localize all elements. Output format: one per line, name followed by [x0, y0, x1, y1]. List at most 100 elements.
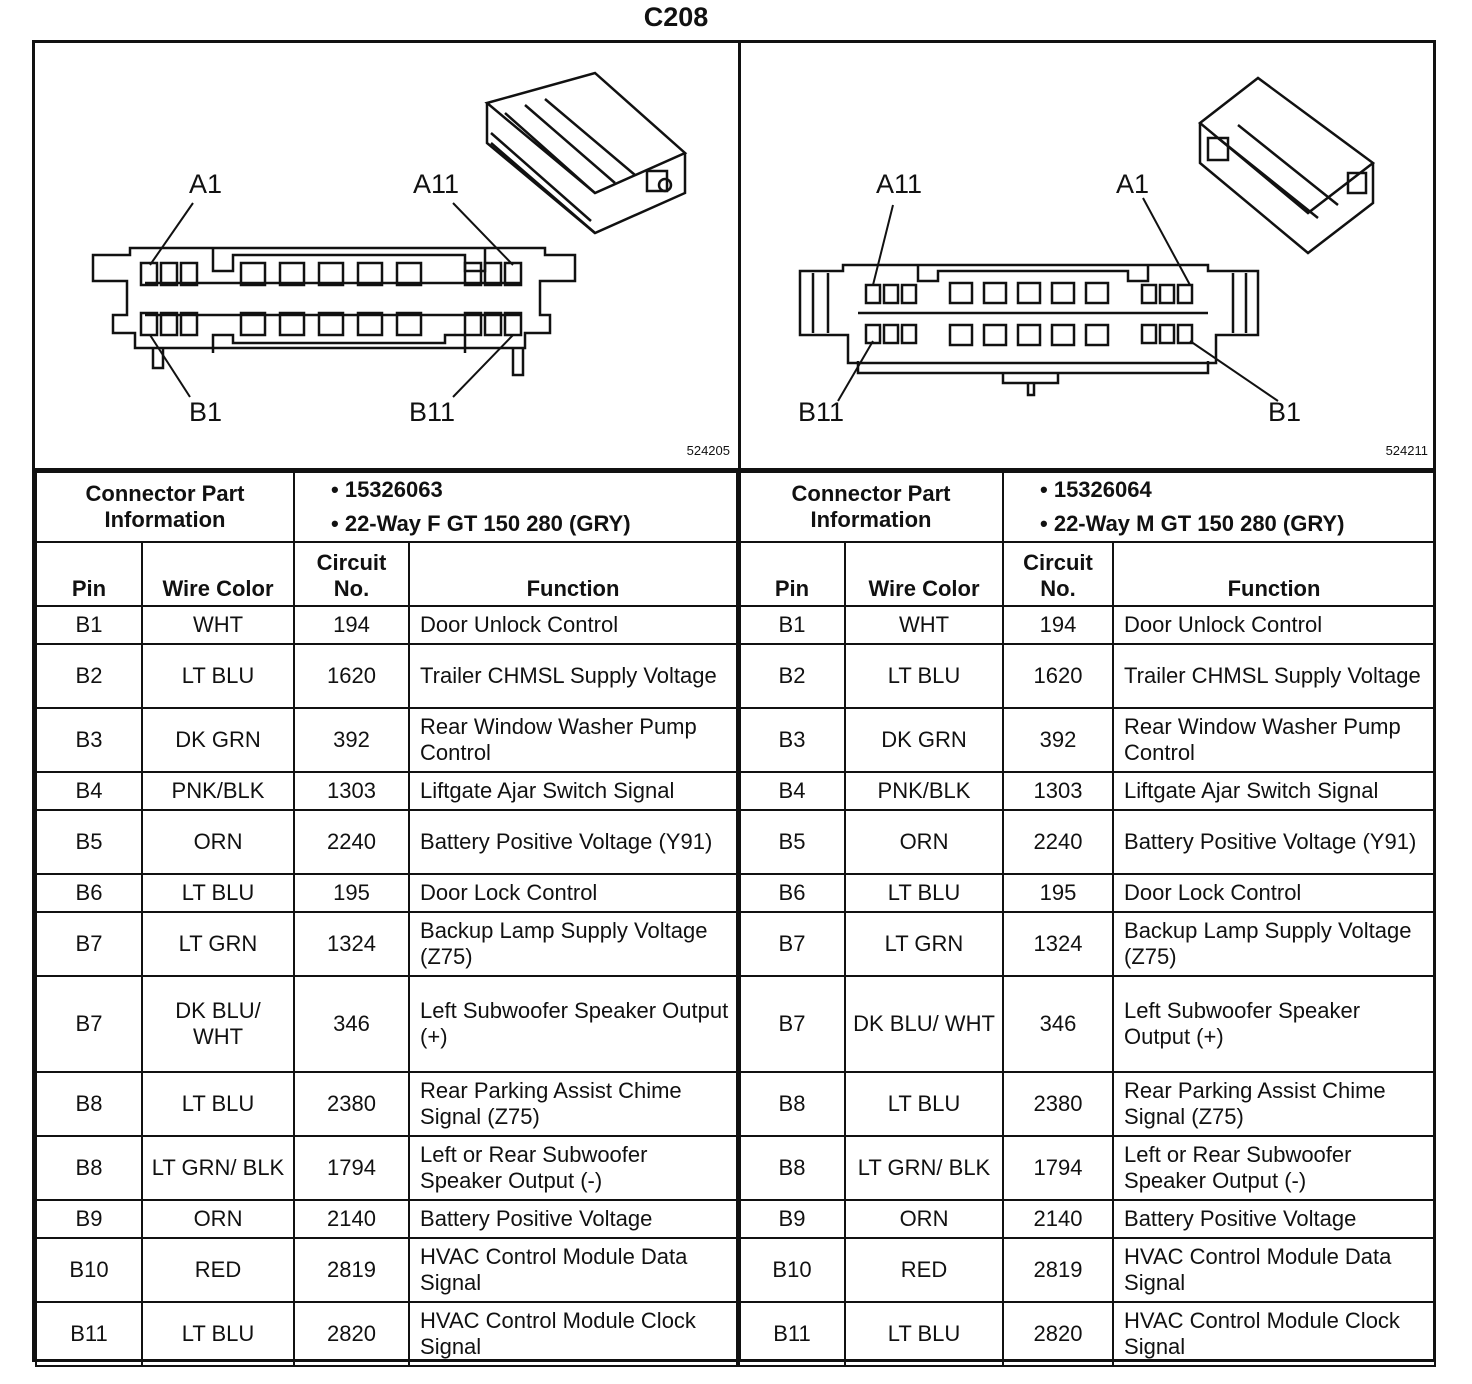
pinout-table: Connector Part Information • 15326063 • …: [34, 471, 738, 1367]
pin-label-a1: A1: [1116, 169, 1150, 199]
function-cell: Battery Positive Voltage: [1112, 1199, 1436, 1239]
wire-color-cell: RED: [843, 1237, 1005, 1303]
function-cell: Door Unlock Control: [408, 605, 738, 645]
pin-cell: B6: [738, 873, 846, 913]
pin-cell: B8: [738, 1071, 846, 1137]
function-cell: Door Lock Control: [408, 873, 738, 913]
pin-cell: B3: [35, 707, 143, 773]
part-description: • 22-Way M GT 150 280 (GRY): [1040, 511, 1345, 536]
circuit-cell: 195: [293, 873, 411, 913]
header-circuit-no: Circuit No.: [293, 541, 411, 607]
header-wire-color: Wire Color: [843, 541, 1005, 607]
header-circuit-no: Circuit No.: [1002, 541, 1115, 607]
circuit-cell: 1324: [293, 911, 411, 977]
circuit-cell: 194: [1002, 605, 1115, 645]
circuit-cell: 2820: [1002, 1301, 1115, 1367]
connector-face-illustration: [798, 76, 1376, 402]
circuit-cell: 2380: [1002, 1071, 1115, 1137]
wire-color-cell: LT BLU: [843, 873, 1005, 913]
circuit-cell: 392: [293, 707, 411, 773]
wire-color-cell: ORN: [140, 1199, 296, 1239]
pin-cell: B3: [738, 707, 846, 773]
wire-color-cell: LT BLU: [140, 1301, 296, 1367]
pin-cell: B4: [738, 771, 846, 811]
pin-cell: B1: [35, 605, 143, 645]
pin-label-a1: A1: [189, 169, 223, 199]
circuit-cell: 2140: [293, 1199, 411, 1239]
function-cell: HVAC Control Module Data Signal: [408, 1237, 738, 1303]
function-cell: Liftgate Ajar Switch Signal: [408, 771, 738, 811]
header-function: Function: [1112, 541, 1436, 607]
pin-cell: B1: [738, 605, 846, 645]
wire-color-cell: WHT: [843, 605, 1005, 645]
function-cell: HVAC Control Module Clock Signal: [1112, 1301, 1436, 1367]
circuit-cell: 2240: [293, 809, 411, 875]
wire-color-cell: RED: [140, 1237, 296, 1303]
circuit-cell: 346: [293, 975, 411, 1073]
function-cell: Rear Window Washer Pump Control: [1112, 707, 1436, 773]
wire-color-cell: LT BLU: [140, 873, 296, 913]
wire-color-cell: PNK/BLK: [140, 771, 296, 811]
header-wire-color: Wire Color: [140, 541, 296, 607]
pin-cavities: [864, 281, 1194, 347]
connector-info-label: Connector Part Information: [34, 471, 296, 543]
function-cell: Battery Positive Voltage (Y91): [1112, 809, 1436, 875]
wire-color-cell: DK GRN: [140, 707, 296, 773]
function-cell: Backup Lamp Supply Voltage (Z75): [408, 911, 738, 977]
pin-cell: B6: [35, 873, 143, 913]
pin-cell: B9: [738, 1199, 846, 1239]
pin-cell: B2: [35, 643, 143, 709]
part-description: • 22-Way F GT 150 280 (GRY): [331, 511, 631, 536]
wire-color-cell: LT BLU: [140, 643, 296, 709]
function-cell: Rear Parking Assist Chime Signal (Z75): [1112, 1071, 1436, 1137]
connector-info-row: Connector Part Information • 15326064 • …: [737, 471, 1436, 543]
pin-cell: B4: [35, 771, 143, 811]
wire-color-cell: DK BLU/ WHT: [140, 975, 296, 1073]
function-cell: Left Subwoofer Speaker Output (+): [1112, 975, 1436, 1073]
header-pin: Pin: [35, 541, 143, 607]
circuit-cell: 1794: [293, 1135, 411, 1201]
pin-cell: B2: [738, 643, 846, 709]
pin-label-b11: B11: [409, 397, 456, 427]
pin-cavities: [139, 261, 523, 337]
header-pin: Pin: [738, 541, 846, 607]
pin-label-b11: B11: [798, 397, 845, 427]
circuit-cell: 1620: [293, 643, 411, 709]
pinout-body: Connector Part Information • 15326064 • …: [737, 471, 1436, 1367]
pin-cell: B10: [738, 1237, 846, 1303]
pin-cell: B11: [35, 1301, 143, 1367]
function-cell: Door Lock Control: [1112, 873, 1436, 913]
circuit-cell: 2820: [293, 1301, 411, 1367]
circuit-cell: 1794: [1002, 1135, 1115, 1201]
function-cell: Backup Lamp Supply Voltage (Z75): [1112, 911, 1436, 977]
connector-face-illustration: [91, 71, 688, 398]
pin-cell: B5: [35, 809, 143, 875]
function-cell: Rear Window Washer Pump Control: [408, 707, 738, 773]
figure-number: 524205: [686, 443, 730, 458]
header-function: Function: [408, 541, 738, 607]
pinout-body: Connector Part Information • 15326063 • …: [34, 471, 738, 1367]
circuit-cell: 2240: [1002, 809, 1115, 875]
function-cell: HVAC Control Module Clock Signal: [408, 1301, 738, 1367]
wire-color-cell: LT GRN: [140, 911, 296, 977]
connector-diagram: A1 A11 B1 B11 524205: [35, 43, 738, 471]
circuit-cell: 2819: [1002, 1237, 1115, 1303]
function-cell: Trailer CHMSL Supply Voltage: [408, 643, 738, 709]
wire-color-cell: ORN: [843, 809, 1005, 875]
